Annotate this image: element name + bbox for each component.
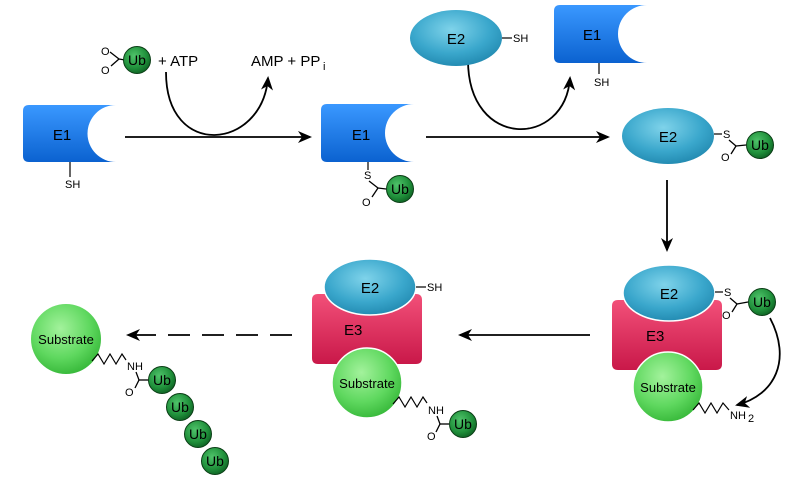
ppi-subscript: i	[323, 61, 325, 73]
e3-e2ub-substrate-complex: E3 E2 S O Ub Substrate NH 2	[612, 264, 776, 425]
lysine-nh2-subscript: 2	[748, 413, 754, 425]
carboxyl-o-bottom: O	[101, 65, 110, 77]
e1-ub-label: E1	[352, 127, 370, 144]
e2-ub-shape	[622, 108, 714, 164]
e2-on-e3-right-o: O	[722, 310, 731, 322]
polyub-2	[166, 393, 194, 421]
e2-ub-ubiquitin	[746, 131, 774, 159]
polyub-3-label: Ub	[189, 426, 207, 442]
e2-on-e3-right-shape	[622, 264, 716, 322]
e1-ub-o: O	[362, 197, 371, 209]
atp-text: + ATP	[158, 53, 198, 70]
substrate-right	[632, 351, 704, 423]
e1-ub-ub-label: Ub	[391, 181, 409, 197]
reaction-arrows	[125, 59, 781, 408]
e2-free-sh: SH	[513, 33, 528, 45]
e2-free-label: E2	[447, 31, 465, 48]
e1-released-label: E1	[583, 27, 601, 44]
isopeptide-o-middle: O	[427, 431, 436, 443]
ub-free	[123, 46, 151, 74]
e2-on-e3-right-label: E2	[660, 286, 678, 303]
e1-ub-shape	[321, 104, 414, 162]
e2-free-shape	[410, 10, 502, 66]
substrate-middle	[331, 347, 403, 419]
e3-ubiquitinated-complex: E3 E2 SH Substrate NH O Ub	[312, 258, 477, 443]
amp-ppi-product: AMP + PP i	[251, 53, 325, 73]
e2-ub-s: S	[723, 129, 730, 141]
polyub-3	[184, 420, 212, 448]
e2-ub-ub-label: Ub	[751, 137, 769, 153]
polyub-2-label: Ub	[171, 399, 189, 415]
e1-free: E1 SH	[23, 105, 116, 191]
e2-on-e3-middle-label: E2	[361, 280, 379, 297]
arrow-e2-curve	[467, 59, 576, 131]
e2-on-e3-right-s: S	[724, 287, 731, 299]
substrate-middle-ub-label: Ub	[454, 416, 472, 432]
e1-ub-ubiquitin	[386, 175, 414, 203]
lysine-nh2: NH	[730, 410, 746, 422]
polyub-1-label: Ub	[153, 372, 171, 388]
isopeptide-nh-left: NH	[127, 361, 143, 373]
e1-free-label: E1	[53, 127, 71, 144]
e2-ub-thioester: E2 S O Ub	[622, 108, 774, 164]
e2-ub-o: O	[721, 152, 730, 164]
e3-right-shape	[612, 300, 722, 370]
e3-right-label: E3	[646, 328, 664, 345]
substrate-right-label: Substrate	[640, 380, 696, 395]
e2-ub-label: E2	[659, 129, 677, 146]
ub-atp-reactant: O O Ub + ATP	[101, 46, 198, 77]
substrate-left-label: Substrate	[38, 332, 94, 347]
e3-right-ubiquitin	[748, 288, 776, 316]
polyubiquitinated-substrate: Substrate NH O Ub Ub Ub Ub	[31, 304, 229, 475]
amp-ppi-text: AMP + PP	[251, 53, 320, 70]
substrate-middle-label: Substrate	[339, 376, 395, 391]
e3-right-ub-label: Ub	[753, 294, 771, 310]
e1-released: E1 SH	[554, 5, 647, 89]
e1-ub-thioester: E1 S O Ub	[321, 104, 414, 209]
ub-free-label: Ub	[128, 52, 146, 68]
e1-released-shape	[554, 5, 647, 63]
e1-ub-s: S	[364, 170, 371, 182]
e1-free-sh: SH	[65, 179, 80, 191]
polyub-1	[148, 366, 176, 394]
isopeptide-o-left: O	[125, 387, 134, 399]
e1-released-sh: SH	[594, 77, 609, 89]
e2-on-e3-middle-sh: SH	[427, 282, 442, 294]
arrow-ub-to-lysine	[735, 317, 781, 408]
substrate-left	[31, 304, 101, 374]
carboxyl-o-top: O	[101, 46, 110, 58]
arrow-atp-curve	[165, 71, 273, 136]
polyub-4-label: Ub	[206, 453, 224, 469]
polyub-4	[201, 447, 229, 475]
isopeptide-nh-middle: NH	[428, 405, 444, 417]
e1-free-shape	[23, 105, 116, 162]
substrate-middle-ubiquitin	[449, 410, 477, 438]
e3-middle-label: E3	[344, 322, 362, 339]
e2-free: E2 SH	[410, 10, 528, 66]
